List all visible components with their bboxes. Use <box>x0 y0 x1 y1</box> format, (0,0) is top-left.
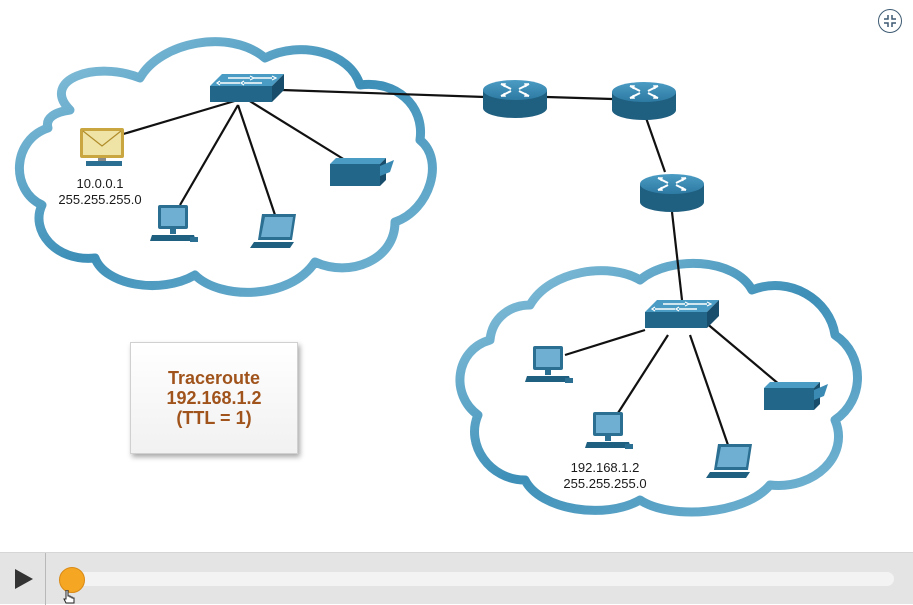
exit-fullscreen-button[interactable] <box>878 9 902 33</box>
destination-mask: 255.255.255.0 <box>563 476 647 491</box>
network-diagram: 10.0.0.1 255.255.255.0 192.168.1.2 255.2… <box>15 37 862 517</box>
printer-icon <box>764 382 828 410</box>
destination-host-address: 192.168.1.2 255.255.255.0 <box>545 460 665 492</box>
cloud-icon <box>455 258 862 517</box>
callout-target-ip: 192.168.1.2 <box>166 388 262 408</box>
switch-icon <box>209 73 285 103</box>
progress-track[interactable] <box>64 572 894 586</box>
switch-icon <box>644 299 720 329</box>
router-icon <box>482 79 548 119</box>
router-icon <box>639 173 705 213</box>
printer-icon <box>330 158 394 186</box>
hand-cursor-icon <box>63 590 75 604</box>
callout-ttl: (TTL = 1) <box>176 408 252 428</box>
play-button[interactable] <box>0 553 46 605</box>
callout-title: Traceroute <box>167 368 261 388</box>
play-icon <box>14 569 33 589</box>
source-ip: 10.0.0.1 <box>76 176 124 191</box>
laptop-icon <box>706 444 752 478</box>
desktop-icon <box>150 205 198 242</box>
laptop-icon <box>250 214 296 248</box>
cloud-icon <box>15 37 437 297</box>
source-mask: 255.255.255.0 <box>58 192 142 207</box>
destination-ip: 192.168.1.2 <box>570 460 640 475</box>
traceroute-callout: Traceroute 192.168.1.2 (TTL = 1) <box>130 342 298 454</box>
router-icon <box>611 81 677 121</box>
desktop-icon <box>525 346 573 383</box>
progress-knob[interactable] <box>59 567 85 593</box>
source-host-address: 10.0.0.1 255.255.255.0 <box>40 176 160 208</box>
desktop-icon <box>585 412 633 449</box>
source-pc <box>80 128 124 166</box>
exit-fullscreen-icon <box>884 15 896 27</box>
network-links <box>119 88 781 446</box>
animation-player-bar <box>0 552 913 605</box>
